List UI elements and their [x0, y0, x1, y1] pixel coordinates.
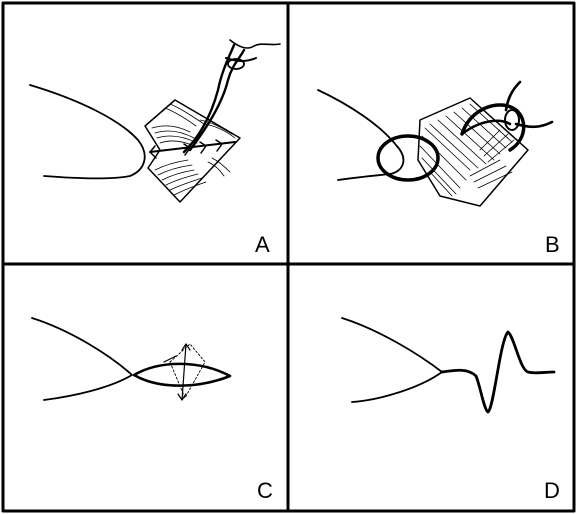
panel-c-excision — [134, 364, 230, 386]
panel-d: D — [342, 318, 560, 503]
panel-b-thread-end-1 — [506, 82, 520, 110]
panel-a: A — [30, 40, 280, 257]
panel-c-vertical-arrow — [182, 344, 186, 400]
panel-a-contour — [30, 85, 145, 178]
panel-c-label: C — [257, 478, 273, 503]
panel-b-contour — [318, 90, 403, 180]
panel-c-contour — [32, 318, 132, 400]
panel-c-guide — [170, 344, 205, 398]
panel-b-thread-end-2 — [516, 122, 552, 127]
panel-b: B — [318, 82, 560, 257]
panel-b-left-loop — [378, 136, 438, 180]
panel-b-label: B — [545, 232, 560, 257]
panel-d-label: D — [544, 478, 560, 503]
panel-d-z-closure — [442, 332, 554, 412]
panel-c-horizontal-arrow — [164, 356, 176, 362]
panel-b-knot — [505, 110, 519, 130]
panel-a-suture-left — [184, 45, 234, 152]
panel-a-label: A — [255, 232, 270, 257]
panel-a-thread-end — [230, 40, 280, 48]
panel-d-contour — [342, 318, 442, 402]
panel-c: C — [32, 318, 273, 503]
